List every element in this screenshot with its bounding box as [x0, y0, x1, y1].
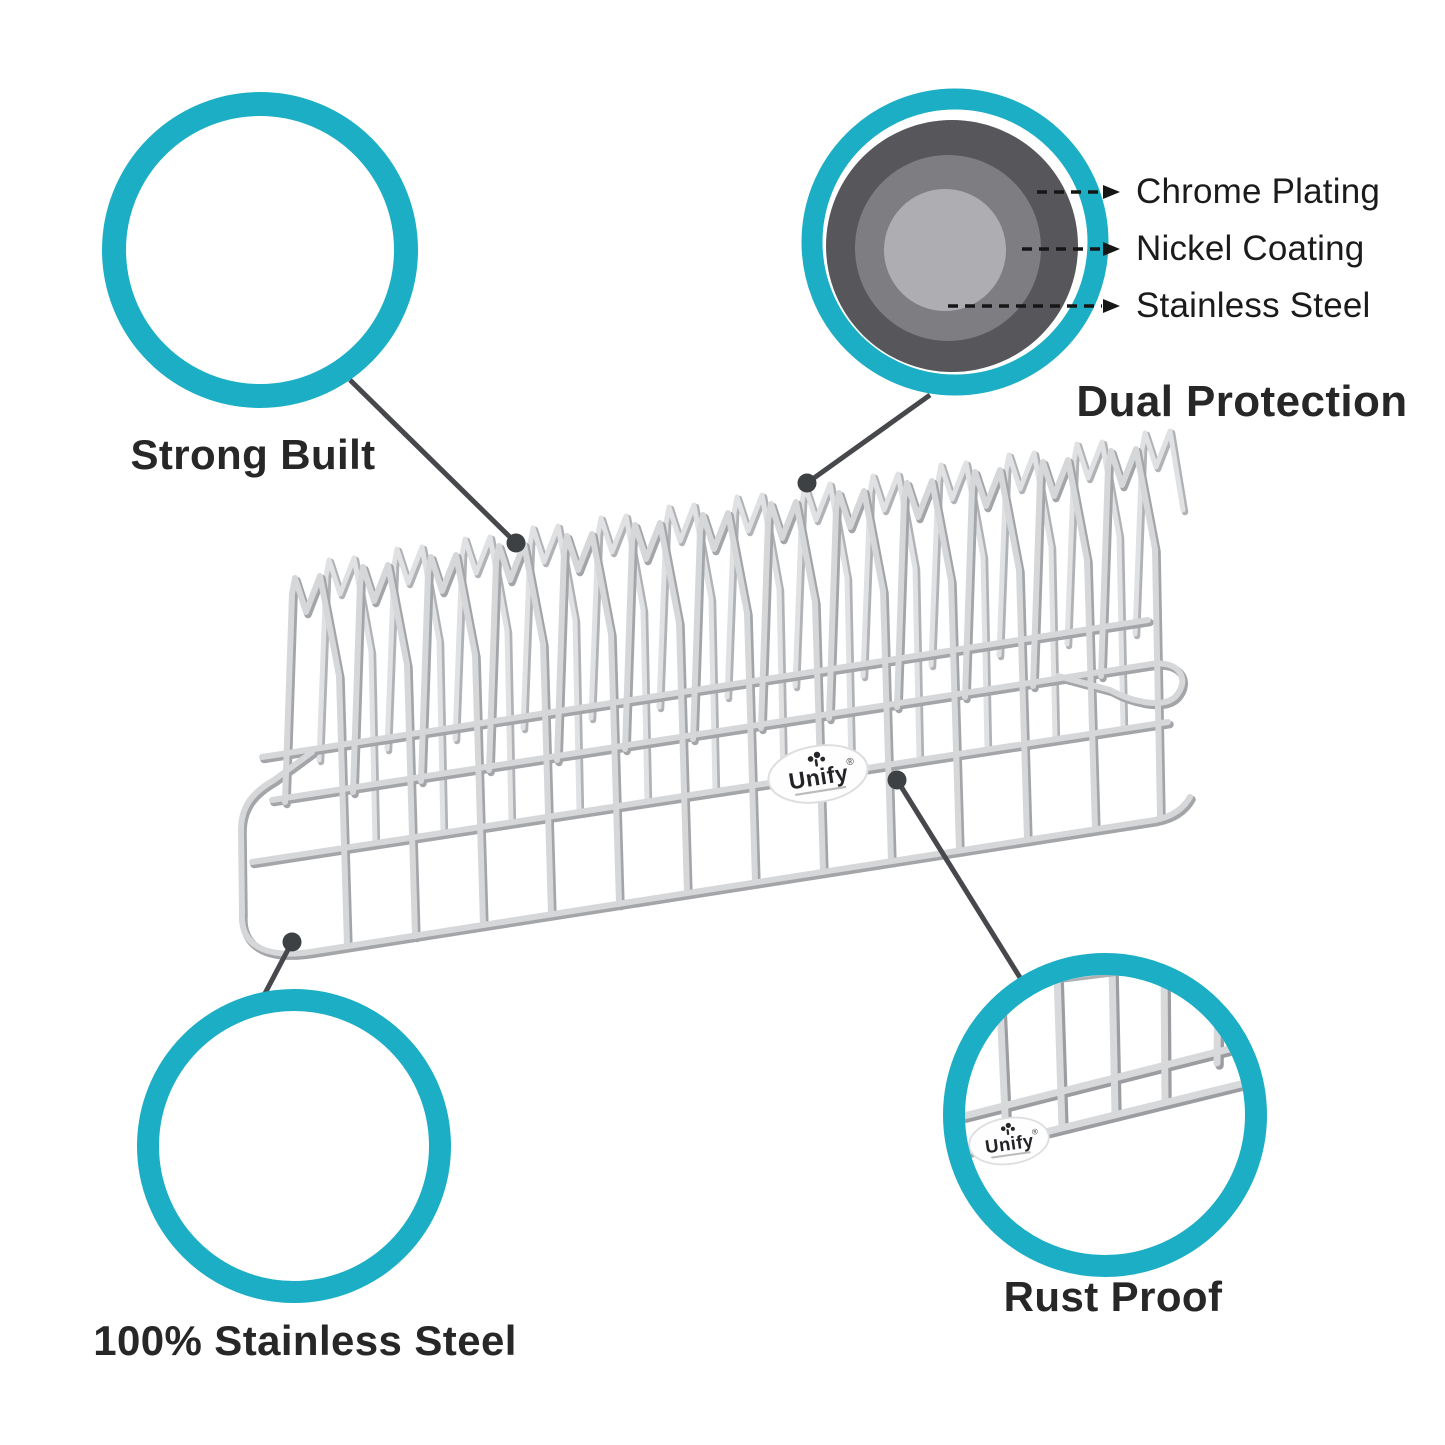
- unify-logo-mark: [1000, 1122, 1015, 1136]
- unify-badge: Unify ®: [767, 744, 869, 804]
- connector-dot: [887, 770, 907, 790]
- rust-proof-zoom-circle: Unify ®: [943, 953, 1267, 1277]
- layer-label-stainless-steel: Stainless Steel: [1136, 286, 1371, 325]
- arrowhead: [1103, 299, 1120, 313]
- badge-tagline-line: [794, 785, 847, 796]
- layer-label-chrome-plating: Chrome Plating: [1136, 172, 1381, 211]
- connector-rust-proof: [887, 770, 1027, 986]
- dashed-arrow-nickel-coating: [1022, 242, 1120, 256]
- stainless-steel-core: [884, 189, 1006, 311]
- dashed-arrow-stainless-steel: [948, 299, 1120, 313]
- stainless-steel-title: 100% Stainless Steel: [93, 1317, 517, 1364]
- connector-strong-built: [348, 378, 526, 553]
- arrowhead: [1103, 185, 1120, 199]
- dashed-arrow-chrome-plating: [1037, 185, 1120, 199]
- unify-logo-mark: [807, 751, 826, 767]
- layer-label-nickel-coating: Nickel Coating: [1136, 229, 1365, 268]
- strong-built-zoom-circle: [102, 92, 418, 408]
- registered-mark: ®: [846, 756, 856, 768]
- registered-mark: ®: [1031, 1127, 1038, 1137]
- plate-rack-illustration: [241, 431, 1192, 956]
- teal-ring: [137, 989, 451, 1303]
- teal-ring: [801, 88, 1109, 396]
- arrowhead: [1103, 242, 1120, 256]
- teal-ring: [102, 92, 418, 408]
- teal-ring: [943, 953, 1267, 1277]
- connector-dot: [797, 473, 817, 493]
- dual-protection-title: Dual Protection: [1076, 377, 1408, 426]
- connector-dot: [282, 932, 302, 952]
- coating-layers-circle: [801, 88, 1109, 396]
- connector-dot: [506, 533, 526, 553]
- strong-built-title: Strong Built: [130, 431, 376, 478]
- connector-stainless-steel: [258, 932, 302, 1003]
- unify-badge-small: Unify ®: [968, 1116, 1050, 1166]
- badge-tagline-line: [991, 1151, 1031, 1159]
- rust-proof-title: Rust Proof: [1003, 1273, 1223, 1320]
- connector-dual-protection: [797, 392, 932, 493]
- stainless-steel-zoom-circle: [137, 989, 451, 1303]
